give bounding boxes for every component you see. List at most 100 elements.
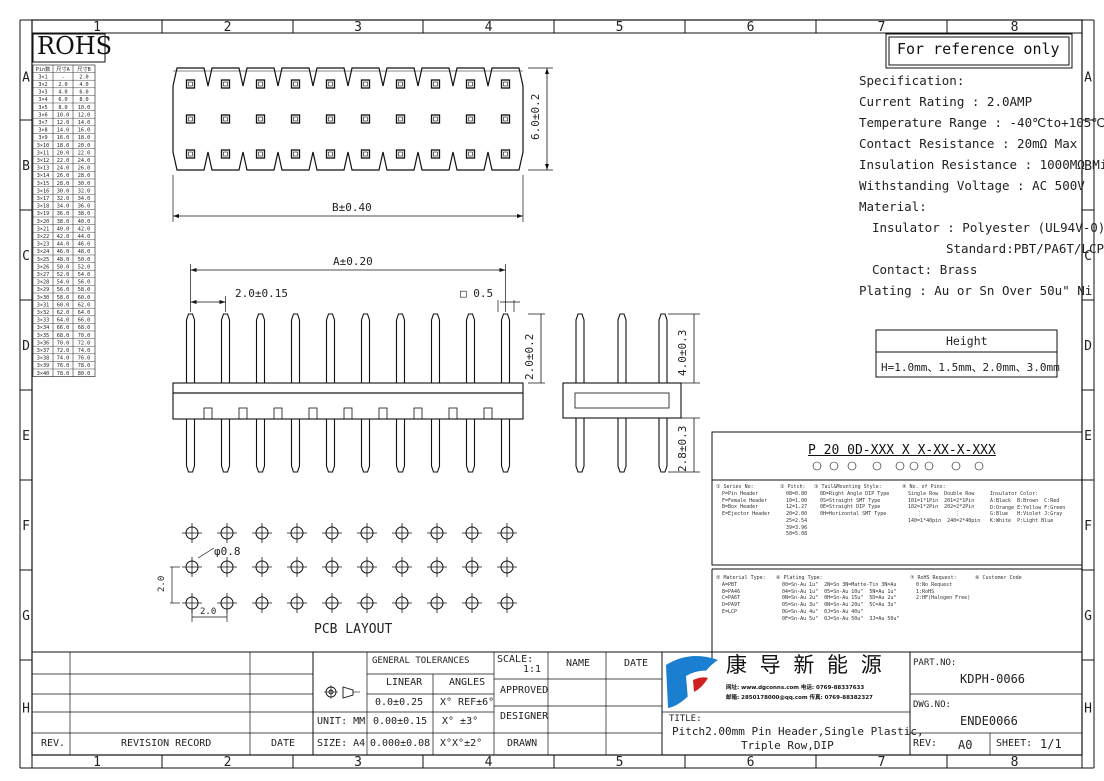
pin-square-inner <box>503 81 508 87</box>
dim-table-cell: 74.0 <box>78 348 91 354</box>
tb-date: DATE <box>271 738 296 749</box>
dim-table-cell: 60.0 <box>57 302 70 308</box>
dim-table-cell: 64.0 <box>57 318 70 324</box>
tb-rev: REV. <box>41 738 66 749</box>
tb-part-label: PART.NO: <box>913 658 957 668</box>
zone-col-top: 7 <box>878 20 886 35</box>
zone-row-right: H <box>1084 702 1092 717</box>
dim-width-6: 6.0±0.2 <box>529 93 542 140</box>
tb-scale-value: 1:1 <box>523 664 542 675</box>
front-body-notch <box>273 407 283 420</box>
dim-table-cell: 10.0 <box>57 112 70 118</box>
dim-table-cell: 3×24 <box>37 249 50 255</box>
pin-square-inner <box>258 81 263 87</box>
pin-square <box>255 79 266 89</box>
dim-table-cell: 3×8 <box>38 128 47 134</box>
code-circle <box>909 461 919 471</box>
rohs-label: ROHS <box>37 32 113 60</box>
pin-square-inner <box>468 151 473 157</box>
dim-table-cell: 3×35 <box>37 333 50 339</box>
pin-square <box>290 149 301 159</box>
dim-table-cell: 46.0 <box>57 249 70 255</box>
company-web: 网址: www.dgconns.com 电话: 0769-88337633 <box>726 685 865 691</box>
pin-bottom <box>465 419 476 473</box>
pin-square-inner <box>223 81 228 87</box>
pin-square-inner <box>258 151 263 157</box>
dim-table-cell: 3×4 <box>38 97 47 103</box>
dim-table-cell: 6.0 <box>58 97 67 103</box>
zone-col-bottom: 7 <box>878 755 886 770</box>
dim-table-cell: 12.0 <box>78 112 91 118</box>
dim-table-cell: 78.0 <box>78 363 91 369</box>
tb-title-1: Pitch2.00mm Pin Header,Single Plastic, <box>672 725 924 738</box>
dim-table-cell: 32.0 <box>78 188 91 194</box>
pin-square-inner <box>433 81 438 87</box>
outer-border <box>31 19 1083 756</box>
height-title: Height <box>946 334 988 348</box>
dim-table-cell: 3×21 <box>37 226 50 232</box>
title-block <box>31 651 1083 756</box>
dim-table-cell: 3×28 <box>37 280 50 286</box>
pin-square <box>360 114 371 124</box>
dim-table-cell: 76.0 <box>78 356 91 362</box>
spec-plating: Plating : Au or Sn Over 50u" Ni <box>859 283 1093 298</box>
dim-table-cell: 78.0 <box>57 371 70 377</box>
dim-table-cell: 24.0 <box>57 166 70 172</box>
zone-col-bottom: 2 <box>224 755 232 770</box>
tb-angle-1: X° REF±6° <box>440 697 495 708</box>
dim-table-cell: 62.0 <box>57 310 70 316</box>
side-body-inner <box>574 392 670 409</box>
pin-square <box>360 79 371 89</box>
dim-hole: φ0.8 <box>214 545 241 558</box>
dim-table-cell: 54.0 <box>57 280 70 286</box>
dim-table-cell: 68.0 <box>78 325 91 331</box>
pin-square <box>185 79 196 89</box>
dim-table-cell: 3×1 <box>38 74 47 80</box>
zone-row-left: D <box>22 339 30 354</box>
dim-table-cell: 4.0 <box>79 82 88 88</box>
pin-top <box>500 313 511 383</box>
zone-col-top: 8 <box>1011 20 1019 35</box>
pin-square <box>465 114 476 124</box>
dim-table <box>32 64 96 377</box>
dim-table-cell: 3×10 <box>37 143 50 149</box>
pin-square <box>290 79 301 89</box>
zone-row-left: C <box>22 249 30 264</box>
tb-revision-record: REVISION RECORD <box>121 738 212 749</box>
pin-top <box>360 313 371 383</box>
tb-approved: APPROVED <box>500 685 549 696</box>
pin-square-inner <box>188 81 193 87</box>
pin-square <box>185 114 196 124</box>
dim-table-cell: 2.0 <box>58 82 67 88</box>
dim-table-cell: 3×9 <box>38 135 47 141</box>
dim-table-cell: Pin数 <box>36 65 51 73</box>
pin-square <box>360 149 371 159</box>
spec-temperature: Temperature Range : -40℃to+105℃ <box>859 115 1104 130</box>
dim-table-cell: 3×31 <box>37 302 50 308</box>
legend-color: Insulator Color: A:Black B:Brown C:Red D… <box>990 491 1066 524</box>
dim-table-cell: 52.0 <box>57 272 70 278</box>
tb-designer: DESIGNER <box>500 711 549 722</box>
dim-table-cell: 3×3 <box>38 90 47 96</box>
legend-pins: ④ No. of Pins: Single Row Double Row 101… <box>902 484 981 524</box>
zone-col-bottom: 8 <box>1011 755 1019 770</box>
dim-table-cell: 20.0 <box>78 143 91 149</box>
pin-bottom <box>395 419 406 473</box>
dim-table-cell: 14.0 <box>78 120 91 126</box>
pin-bottom <box>430 419 441 473</box>
pin-square <box>430 114 441 124</box>
legend-material: ⑤ Material Type: A=PBT B=PA46 C=PA6T D=P… <box>716 575 766 615</box>
tb-size: SIZE: A4 <box>317 738 366 749</box>
pin-square <box>465 149 476 159</box>
pin-square-inner <box>293 81 298 87</box>
dim-table-cell: 3×22 <box>37 234 50 240</box>
dim-table-cell: 72.0 <box>57 348 70 354</box>
dim-table-cell: 38.0 <box>57 219 70 225</box>
tb-dwg-label: DWG.NO: <box>913 700 951 710</box>
zone-row-left: E <box>22 429 30 444</box>
zone-row-right: B <box>1084 159 1092 174</box>
front-body-notch <box>238 407 248 420</box>
spec-standard: Standard:PBT/PA6T/LCP <box>946 241 1104 256</box>
dim-pitch: 2.0±0.15 <box>235 287 288 300</box>
